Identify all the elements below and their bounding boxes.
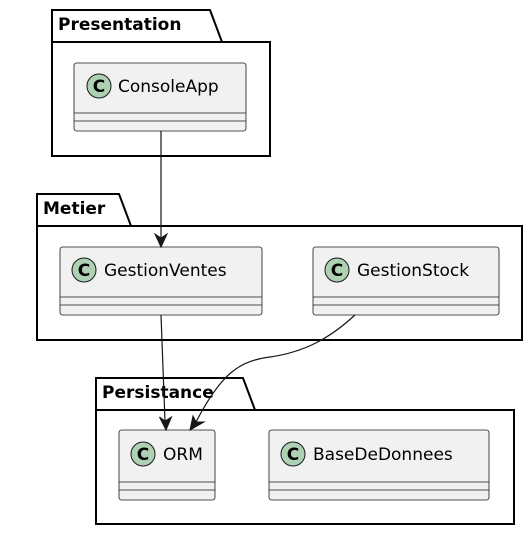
relation-consoleapp-to-gestionventes[interactable]: [153, 131, 169, 249]
class-basededonnees[interactable]: C BaseDeDonnees: [268, 429, 490, 501]
class-stereotype-letter: C: [93, 77, 105, 97]
package-tab: [51, 9, 223, 43]
package-tab: [36, 193, 132, 227]
class-stereotype-letter: C: [331, 261, 343, 281]
class-name: GestionStock: [357, 261, 469, 281]
class-name: ConsoleApp: [118, 77, 219, 97]
arrowhead-icon: [153, 232, 169, 249]
package-title: Persistance: [102, 383, 214, 403]
class-consoleapp[interactable]: C ConsoleApp: [73, 62, 247, 132]
class-stereotype-letter: C: [287, 445, 299, 465]
class-stereotype-icon: [130, 441, 156, 467]
package-tab: [95, 377, 256, 411]
class-gestionstock[interactable]: C GestionStock: [312, 246, 500, 316]
arrowhead-icon: [159, 415, 173, 432]
relation-gestionventes-to-orm[interactable]: [159, 314, 173, 432]
class-stereotype-icon: [324, 257, 350, 283]
class-stereotype-letter: C: [78, 261, 90, 281]
class-stereotype-icon: [71, 257, 97, 283]
class-box: [118, 429, 216, 501]
class-box: [268, 429, 490, 501]
class-stereotype-icon: [86, 73, 112, 99]
relation-line: [160, 314, 166, 422]
arrowhead-icon: [189, 414, 206, 431]
class-gestionventes[interactable]: C GestionVentes: [59, 246, 263, 316]
class-stereotype-icon: [280, 441, 306, 467]
class-orm[interactable]: C ORM: [118, 429, 216, 501]
class-box: [73, 62, 247, 132]
relation-gestionstock-to-orm[interactable]: [189, 314, 356, 431]
package-title: Metier: [43, 199, 106, 219]
class-stereotype-letter: C: [137, 445, 149, 465]
class-name: ORM: [163, 445, 203, 465]
package-title: Presentation: [58, 15, 181, 35]
class-name: GestionVentes: [104, 261, 227, 281]
class-box: [312, 246, 500, 316]
class-name: BaseDeDonnees: [313, 445, 453, 465]
relation-line: [195, 314, 356, 423]
